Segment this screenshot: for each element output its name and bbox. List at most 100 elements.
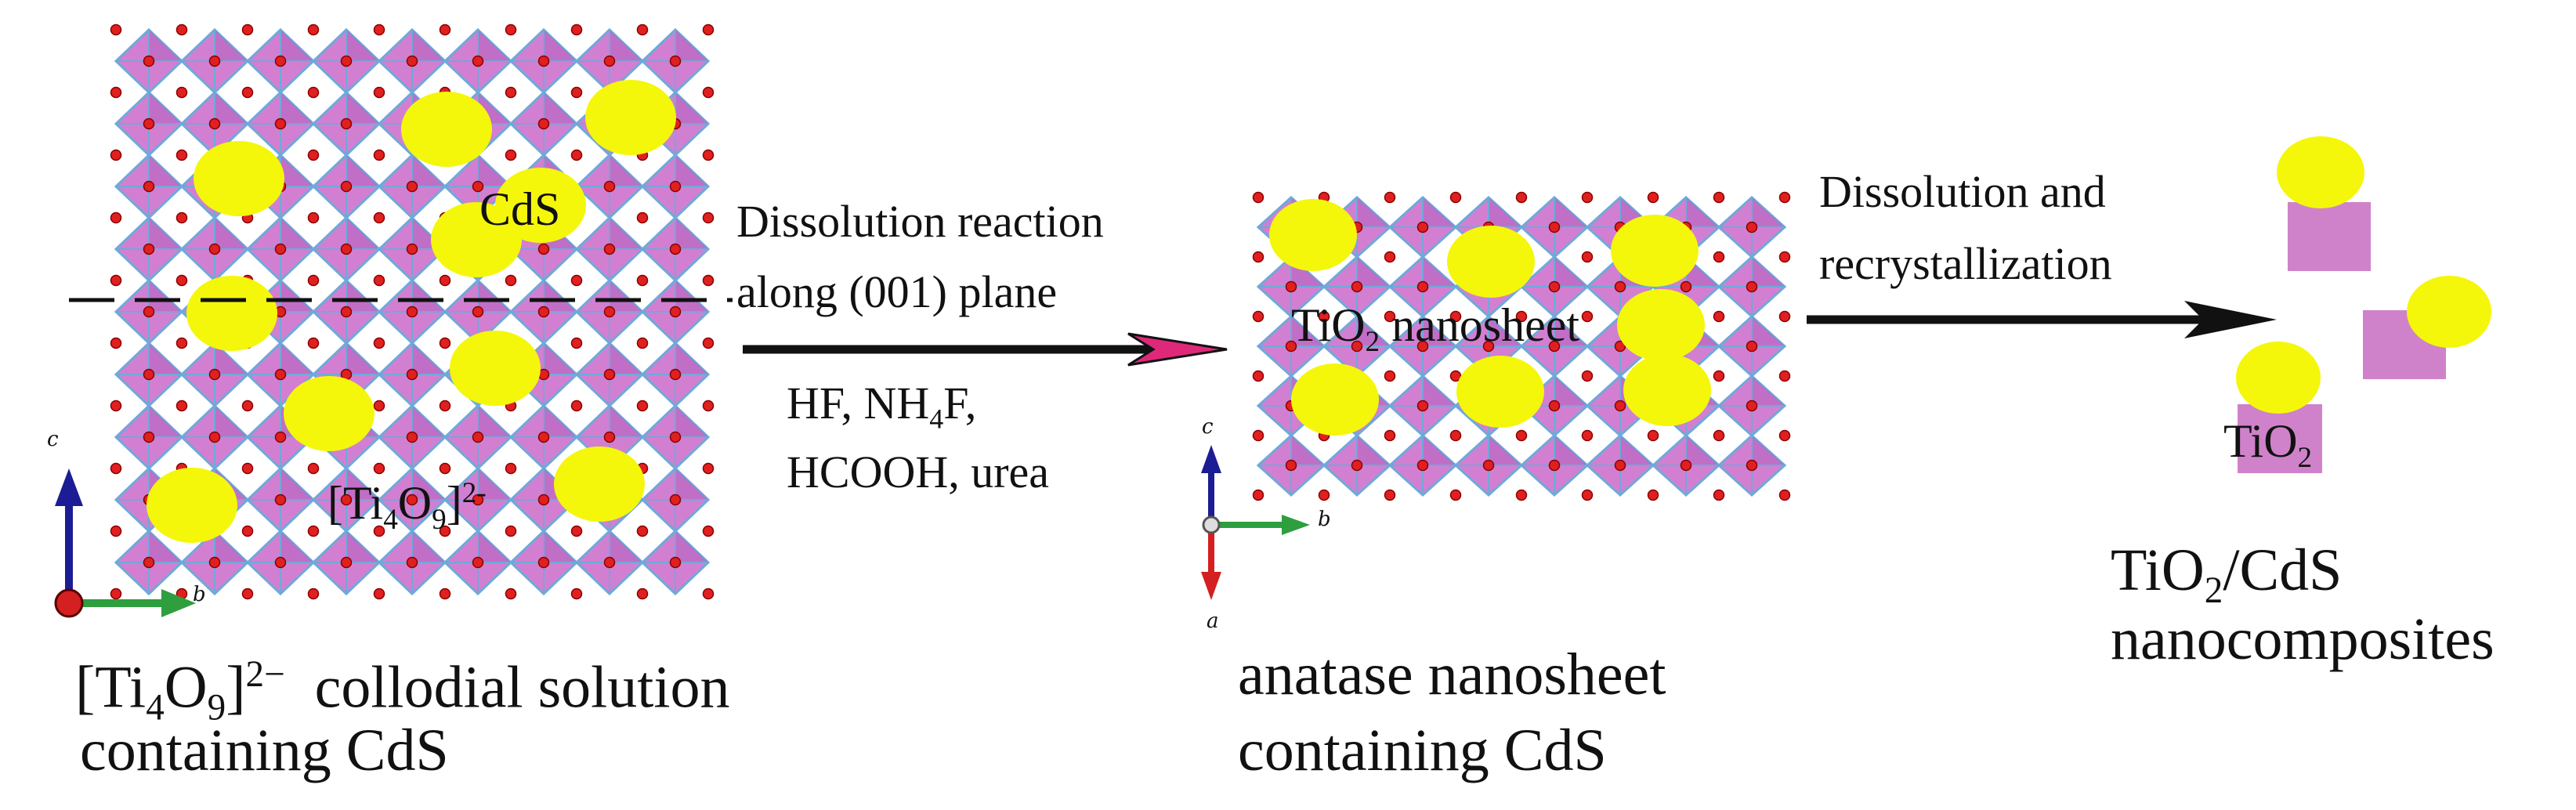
- octahedron-shade: [1686, 197, 1719, 227]
- octahedron-shade: [280, 218, 313, 249]
- octahedron-shade: [1752, 197, 1785, 227]
- oxygen-atom: [406, 180, 418, 193]
- step1-line1: Dissolution reaction: [736, 196, 1104, 247]
- diagram-overlay: [54, 136, 2491, 618]
- cluster-sub-4: 4: [383, 504, 398, 536]
- oxygen-atom: [241, 525, 254, 537]
- oxygen-atom: [208, 431, 221, 443]
- oxygen-atom: [1351, 459, 1363, 472]
- oxygen-atom: [505, 86, 517, 99]
- octahedron-shade: [412, 30, 445, 61]
- oxygen-atom: [110, 588, 122, 600]
- left-axis-c-label: c: [47, 428, 59, 451]
- oxygen-atom: [208, 118, 221, 130]
- oxygen-atom: [669, 243, 682, 255]
- oxygen-atom: [505, 462, 517, 475]
- oxygen-atom: [472, 556, 484, 569]
- oxygen-atom: [570, 525, 583, 537]
- oxygen-atom: [274, 243, 287, 255]
- ti4o9-lattice: [110, 24, 715, 600]
- oxygen-atom: [439, 337, 451, 349]
- octahedron-shade: [1489, 316, 1521, 346]
- octahedron-shade: [1686, 436, 1719, 465]
- tio2-sub-2: 2: [2297, 442, 2313, 474]
- oxygen-atom: [1252, 191, 1264, 204]
- oxygen-atom: [537, 55, 550, 67]
- oxygen-atom: [110, 149, 122, 161]
- oxygen-atom: [537, 494, 550, 506]
- octahedron-shade: [1489, 436, 1521, 465]
- octahedron-shade: [675, 30, 708, 61]
- oxygen-atom: [537, 243, 550, 255]
- octahedron-shade: [412, 531, 445, 562]
- octahedron-shade: [412, 406, 445, 437]
- oxygen-atom: [472, 55, 484, 67]
- oxygen-atom: [1647, 191, 1659, 204]
- octahedron-shade: [478, 406, 511, 437]
- oxygen-atom: [636, 274, 649, 287]
- caption-sub-4: 4: [146, 687, 165, 729]
- octahedron-shade: [1291, 436, 1324, 465]
- octahedron-shade: [1423, 257, 1456, 287]
- oxygen-atom: [1581, 370, 1594, 382]
- octahedron-shade: [149, 343, 182, 374]
- reagent-f: F,: [943, 378, 977, 429]
- left-caption-line2: containing CdS: [80, 718, 449, 783]
- oxygen-atom: [143, 431, 155, 443]
- oxygen-atom: [1252, 370, 1264, 382]
- oxygen-atom: [1285, 459, 1297, 472]
- cds-particle: [2277, 136, 2364, 208]
- oxygen-atom: [1778, 370, 1791, 382]
- octahedron-shade: [1489, 197, 1521, 227]
- oxygen-atom: [702, 212, 715, 224]
- oxygen-atom: [1482, 459, 1495, 472]
- oxygen-atom: [1581, 310, 1594, 323]
- octahedron-shade: [1357, 197, 1390, 227]
- caption-charge: 2−: [245, 654, 285, 695]
- oxygen-atom: [472, 494, 484, 506]
- cds-particle: [1447, 226, 1535, 298]
- oxygen-atom: [175, 86, 188, 99]
- oxygen-atom: [1449, 370, 1462, 382]
- octahedron-shade: [280, 92, 313, 124]
- oxygen-atom: [636, 525, 649, 537]
- oxygen-atom: [340, 55, 353, 67]
- axis-c-arrowhead: [1201, 445, 1221, 473]
- oxygen-atom: [175, 212, 188, 224]
- cds-particle: [495, 168, 586, 243]
- composite-sub-2: 2: [2204, 570, 2223, 612]
- left-axis-b-label: b: [193, 583, 206, 606]
- oxygen-atom: [175, 149, 188, 161]
- oxygen-atom: [570, 274, 583, 287]
- tio2-block: [2238, 404, 2322, 473]
- octahedron-shade: [1357, 436, 1390, 465]
- octahedron-shade: [1423, 376, 1456, 406]
- oxygen-atom: [110, 86, 122, 99]
- cds-particle: [1611, 215, 1699, 287]
- oxygen-atom: [1449, 429, 1462, 442]
- oxygen-atom: [1746, 280, 1758, 293]
- step1-arrowhead: [1127, 332, 1228, 367]
- octahedron-shade: [346, 155, 379, 186]
- axis-b-arrowhead: [161, 589, 196, 617]
- octahedron-shade: [346, 343, 379, 374]
- oxygen-atom: [143, 368, 155, 381]
- reagent-hf-nh: HF, NH: [787, 378, 930, 429]
- step2-arrowhead: [2184, 301, 2277, 338]
- oxygen-atom: [570, 24, 583, 36]
- oxygen-atom: [1548, 280, 1561, 293]
- nanosheet-label: TiO2 nanosheet: [1291, 298, 1579, 370]
- oxygen-atom: [472, 431, 484, 443]
- oxygen-atom: [603, 55, 616, 67]
- mid-axis-b-label: b: [1318, 508, 1331, 531]
- composite-tio: TiO: [2111, 537, 2205, 603]
- oxygen-atom: [1252, 489, 1264, 501]
- oxygen-atom: [373, 400, 385, 412]
- cds-particle: [284, 376, 374, 451]
- oxygen-atom: [1384, 310, 1396, 323]
- oxygen-atom: [143, 306, 155, 318]
- oxygen-atom: [570, 588, 583, 600]
- oxygen-atom: [307, 588, 320, 600]
- octahedron-shade: [675, 468, 708, 500]
- oxygen-atom: [143, 55, 155, 67]
